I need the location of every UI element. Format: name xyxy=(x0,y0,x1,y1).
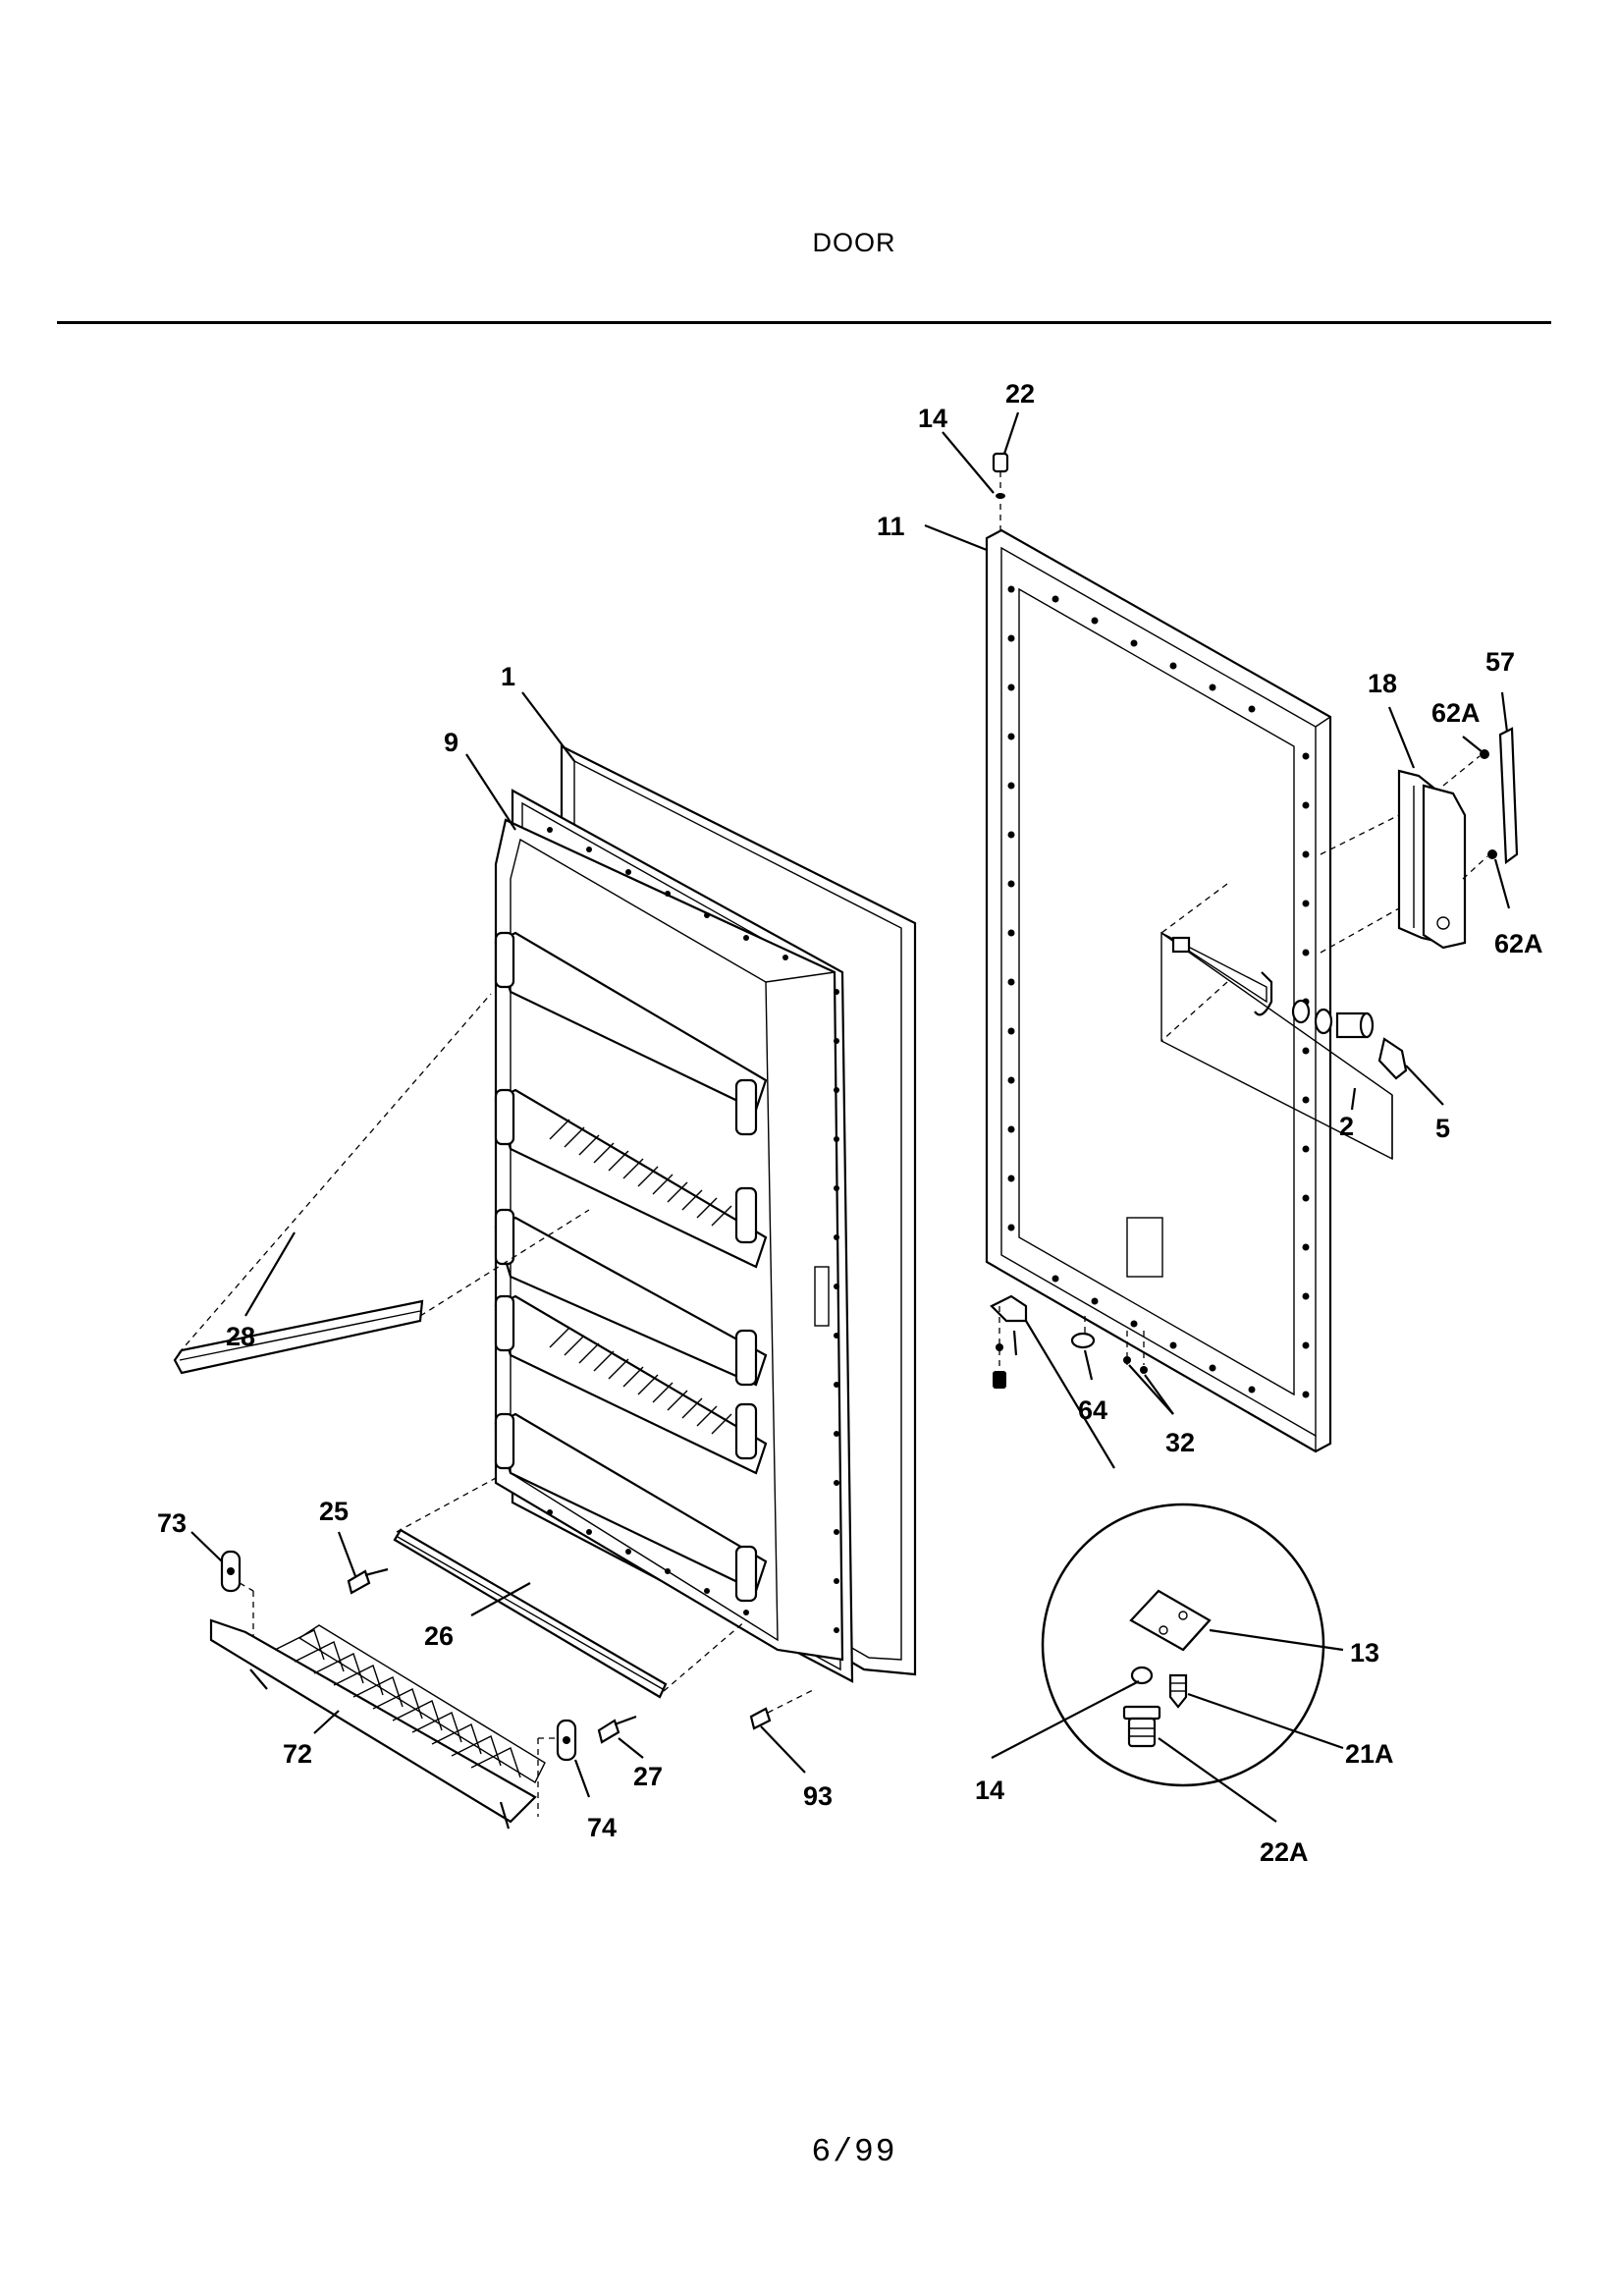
bracket-part-74 xyxy=(537,1719,577,1817)
callout-21a: 21A xyxy=(1345,1739,1394,1769)
page-title: DOOR xyxy=(812,228,896,257)
callout-57: 57 xyxy=(1485,647,1515,677)
callout-18: 18 xyxy=(1368,669,1397,698)
callout-22a: 22A xyxy=(1260,1837,1309,1867)
lock-cylinder-part-5 xyxy=(1291,999,1408,1080)
basket-part-72 xyxy=(209,1618,546,1830)
callout-73: 73 xyxy=(157,1508,187,1538)
callout-28: 28 xyxy=(226,1322,255,1351)
callout-74: 74 xyxy=(587,1813,617,1842)
callout-64: 64 xyxy=(1078,1395,1107,1425)
callout-93: 93 xyxy=(803,1781,833,1811)
callout-22: 22 xyxy=(1005,379,1035,409)
callout-62a-bottom: 62A xyxy=(1494,929,1543,958)
callout-62a-top: 62A xyxy=(1431,698,1481,728)
page-number: 6/99 xyxy=(811,2134,897,2170)
bottom-hinge-parts xyxy=(990,1294,1148,1389)
callout-9: 9 xyxy=(444,728,458,757)
screw-part-62a-bottom xyxy=(1462,849,1497,880)
screw-part-62a-top xyxy=(1442,749,1489,787)
callout-5: 5 xyxy=(1435,1114,1450,1143)
washer-part-14 xyxy=(996,493,1005,499)
trim-part-57 xyxy=(1498,727,1519,865)
leader-lines xyxy=(190,411,1511,1823)
screw-part-25 xyxy=(347,1567,389,1595)
callout-26: 26 xyxy=(424,1621,454,1651)
callout-32: 32 xyxy=(1165,1428,1195,1457)
callout-13: 13 xyxy=(1350,1638,1379,1667)
callout-25: 25 xyxy=(319,1497,349,1526)
hinge-detail-zoom xyxy=(1041,1503,1325,1787)
callout-11: 11 xyxy=(877,512,905,541)
callout-27: 27 xyxy=(633,1762,663,1791)
screw-part-93 xyxy=(749,1688,816,1730)
title-rule xyxy=(57,321,1551,324)
lock-plate-part-2 xyxy=(1160,883,1393,1161)
handle-part-18 xyxy=(1320,769,1467,954)
callout-2: 2 xyxy=(1339,1112,1354,1141)
callout-14-detail: 14 xyxy=(975,1776,1004,1805)
door-shelves xyxy=(494,931,768,1603)
shelf-bar-part-26 xyxy=(393,1528,668,1699)
callout-1: 1 xyxy=(501,662,515,691)
screw-part-27 xyxy=(597,1715,637,1744)
top-screw-part-22 xyxy=(992,452,1009,530)
callout-72: 72 xyxy=(283,1739,312,1769)
shelf-bar-part-28 xyxy=(173,1299,424,1375)
outer-door-panel-part-11 xyxy=(985,528,1332,1453)
panel-screw-holes xyxy=(1007,585,1310,1398)
callout-14-top: 14 xyxy=(918,404,947,433)
screw-holes xyxy=(547,827,839,1633)
